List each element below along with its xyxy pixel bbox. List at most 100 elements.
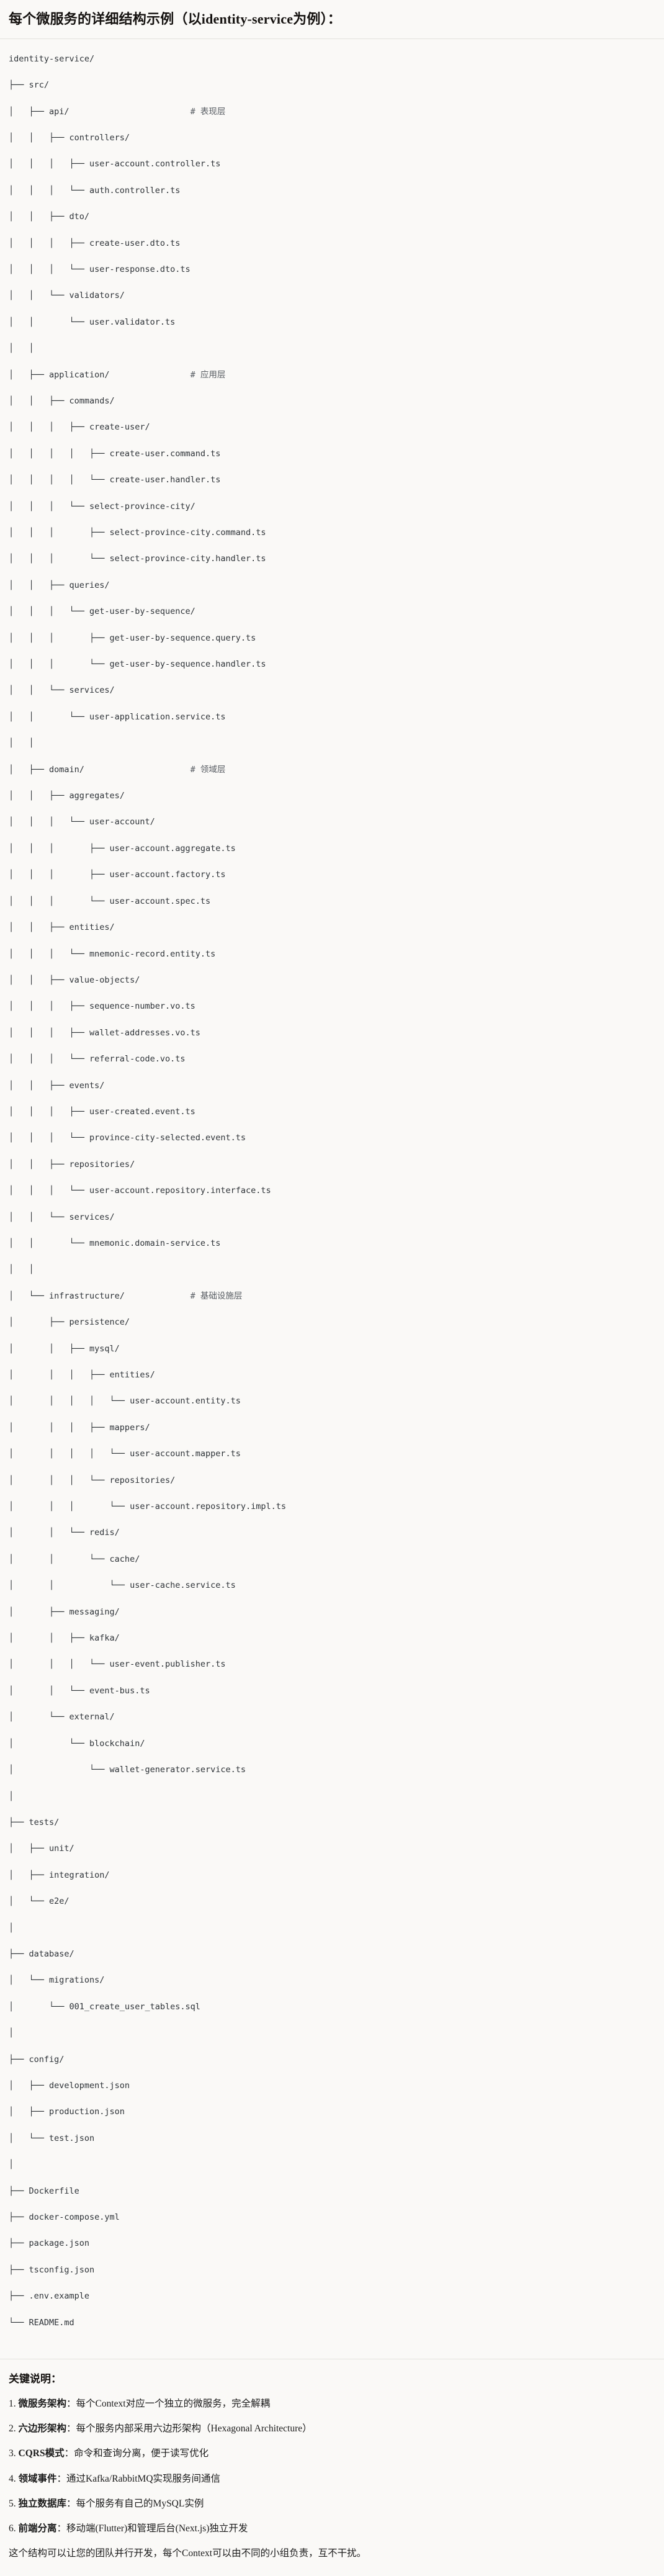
- tree-row: │ │ └── redis/: [9, 1526, 655, 1539]
- key-note-term: CQRS模式: [18, 2448, 65, 2459]
- tree-row-path: │ │ └── mnemonic.domain-service.ts: [9, 1238, 221, 1248]
- tree-row: │ │ ├── value-objects/: [9, 974, 655, 987]
- tree-row: │ │ │ └── get-user-by-sequence.handler.t…: [9, 658, 655, 671]
- tree-row: │ │ │ ├── entities/: [9, 1369, 655, 1382]
- tree-row-path: │ │ └── services/: [9, 1212, 115, 1222]
- key-note-item: 2. 六边形架构：每个服务内部采用六边形架构（Hexagonal Archite…: [9, 2421, 655, 2436]
- key-note-index: 1.: [9, 2398, 16, 2409]
- tree-row-path: │ │ │ └── user-response.dto.ts: [9, 264, 191, 274]
- tree-row-path: │ │ │ │ └── user-account.mapper.ts: [9, 1449, 241, 1459]
- tree-row: │ ├── messaging/: [9, 1606, 655, 1619]
- tree-comment-spacer: [84, 765, 191, 775]
- tree-row: │ │: [9, 1263, 655, 1276]
- tree-row: ├── src/: [9, 79, 655, 92]
- tree-row: │ │ │ └── select-province-city.handler.t…: [9, 552, 655, 565]
- tree-row: │ └── e2e/: [9, 1895, 655, 1908]
- tree-row-path: │ │ │ └── user-event.publisher.ts: [9, 1659, 226, 1670]
- tree-row: ├── config/: [9, 2053, 655, 2066]
- tree-row-path: │ │ │ ├── user-account.factory.ts: [9, 870, 226, 880]
- tree-row: │ │ │ │ └── create-user.handler.ts: [9, 474, 655, 487]
- tree-row: │ │ ├── entities/: [9, 921, 655, 934]
- tree-row-path: ├── .env.example: [9, 2291, 90, 2302]
- tree-row: │ │ └── user.validator.ts: [9, 316, 655, 329]
- tree-row-path: │ │ └── user.validator.ts: [9, 317, 176, 327]
- key-note-description: 移动端(Flutter)和管理后台(Next.js)独立开发: [66, 2523, 248, 2534]
- tree-comment-spacer: [125, 1291, 191, 1301]
- tree-row-path: │ │ │ └── mnemonic-record.entity.ts: [9, 948, 216, 959]
- tree-row-path: │ ├── production.json: [9, 2107, 125, 2117]
- tree-row: │ │ │ │ └── user-account.mapper.ts: [9, 1448, 655, 1461]
- directory-tree-block: identity-service/ ├── src/ │ ├── api/ # …: [0, 38, 664, 2360]
- tree-row-path: │ │ ├── commands/: [9, 395, 115, 406]
- key-note-description: 每个服务内部采用六边形架构（Hexagonal Architecture）: [76, 2423, 312, 2434]
- key-note-term: 六边形架构: [18, 2423, 67, 2434]
- tree-row-path: │ │ └── cache/: [9, 1554, 140, 1564]
- tree-row: │ ├── production.json: [9, 2105, 655, 2119]
- tree-row-path: │ │ │ ├── user-created.event.ts: [9, 1106, 195, 1117]
- tree-row-path: │ │ │ └── user-account.repository.impl.t…: [9, 1502, 287, 1512]
- key-note-item: 5. 独立数据库：每个服务有自己的MySQL实例: [9, 2497, 655, 2511]
- tree-row-path: │ │ │ ├── mappers/: [9, 1422, 150, 1433]
- tree-row: ├── Dockerfile: [9, 2185, 655, 2198]
- tree-row: │: [9, 2158, 655, 2171]
- tree-row-path: │ │ │ │ └── user-account.entity.ts: [9, 1396, 241, 1407]
- tree-row: ├── tsconfig.json: [9, 2264, 655, 2277]
- tree-row: │ │ └── user-application.service.ts: [9, 711, 655, 724]
- tree-row: │ ├── application/ # 应用层: [9, 369, 655, 382]
- tree-row-path: │ ├── api/: [9, 106, 70, 117]
- tree-row-path: │ │: [9, 738, 34, 749]
- tree-comment-spacer: [110, 370, 191, 380]
- tree-comment-spacer: [70, 107, 191, 117]
- tree-row-path: │ │ │ └── user-account.spec.ts: [9, 896, 211, 906]
- tree-row-path: │ ├── domain/: [9, 764, 84, 775]
- tree-row-path: │ └── migrations/: [9, 1975, 105, 1986]
- tree-row: │ └── migrations/: [9, 1974, 655, 1987]
- tree-row: │ ├── integration/: [9, 1869, 655, 1882]
- tree-row-path: ├── Dockerfile: [9, 2186, 79, 2196]
- tree-row-path: │ ├── messaging/: [9, 1606, 120, 1617]
- tree-row: │ │ └── cache/: [9, 1553, 655, 1566]
- tree-row: │ │ │ └── auth.controller.ts: [9, 184, 655, 197]
- key-note-term: 领域事件: [18, 2473, 57, 2484]
- tree-row-path: │ ├── integration/: [9, 1870, 110, 1880]
- tree-row-comment: # 基础设施层: [190, 1290, 243, 1301]
- tree-row: │ │ │ └── get-user-by-sequence/: [9, 605, 655, 618]
- tree-row: ├── .env.example: [9, 2290, 655, 2303]
- tree-row-path: ├── tests/: [9, 1817, 60, 1827]
- tree-row-path: ├── tsconfig.json: [9, 2264, 95, 2275]
- tree-row-path: │ │ │ └── auth.controller.ts: [9, 185, 181, 196]
- tree-row-path: │ │ ├── repositories/: [9, 1159, 135, 1169]
- tree-row-path: │ │ │ │ └── create-user.handler.ts: [9, 475, 221, 485]
- tree-row: ├── package.json: [9, 2237, 655, 2250]
- tree-row: │ ├── development.json: [9, 2079, 655, 2092]
- tree-row: │ │ ├── aggregates/: [9, 790, 655, 803]
- tree-row-path: │ │ │ ├── entities/: [9, 1370, 155, 1380]
- tree-row-path: │: [9, 2159, 14, 2170]
- tree-row-path: │ └── infrastructure/: [9, 1290, 125, 1301]
- key-note-description: 命令和查询分离，便于读写优化: [74, 2448, 209, 2459]
- key-note-item: 3. CQRS模式：命令和查询分离，便于读写优化: [9, 2446, 655, 2461]
- key-note-index: 3.: [9, 2448, 16, 2459]
- tree-row-path: │ ├── development.json: [9, 2080, 130, 2091]
- tree-row: │ │: [9, 737, 655, 750]
- tree-row-path: │ │ │ ├── get-user-by-sequence.query.ts: [9, 633, 256, 643]
- key-note-index: 4.: [9, 2473, 16, 2484]
- tree-row-path: identity-service/: [9, 53, 95, 64]
- key-note-separator: ：: [56, 2473, 67, 2484]
- tree-row-comment: # 表现层: [190, 106, 226, 117]
- tree-row-path: │ │ └── redis/: [9, 1528, 120, 1538]
- key-note-description: 每个服务有自己的MySQL实例: [76, 2498, 204, 2509]
- tree-row: │ │ │ ├── get-user-by-sequence.query.ts: [9, 632, 655, 645]
- tree-row: │ └── infrastructure/ # 基础设施层: [9, 1290, 655, 1303]
- tree-row-path: │ │ │ └── user-account/: [9, 817, 155, 827]
- tree-row: │ │ │ └── repositories/: [9, 1474, 655, 1487]
- tree-row-path: │ │ │ └── repositories/: [9, 1475, 176, 1485]
- tree-row: └── README.md: [9, 2317, 655, 2330]
- tree-row-path: │ └── 001_create_user_tables.sql: [9, 2001, 200, 2012]
- tree-row-path: ├── database/: [9, 1948, 74, 1959]
- tree-row-path: │ └── external/: [9, 1712, 115, 1723]
- tree-row-path: │ │ │ │ ├── create-user.command.ts: [9, 448, 221, 459]
- tree-row-path: │ │ │ └── get-user-by-sequence/: [9, 606, 195, 617]
- tree-row: │ │ │ └── user-account.repository.impl.t…: [9, 1500, 655, 1513]
